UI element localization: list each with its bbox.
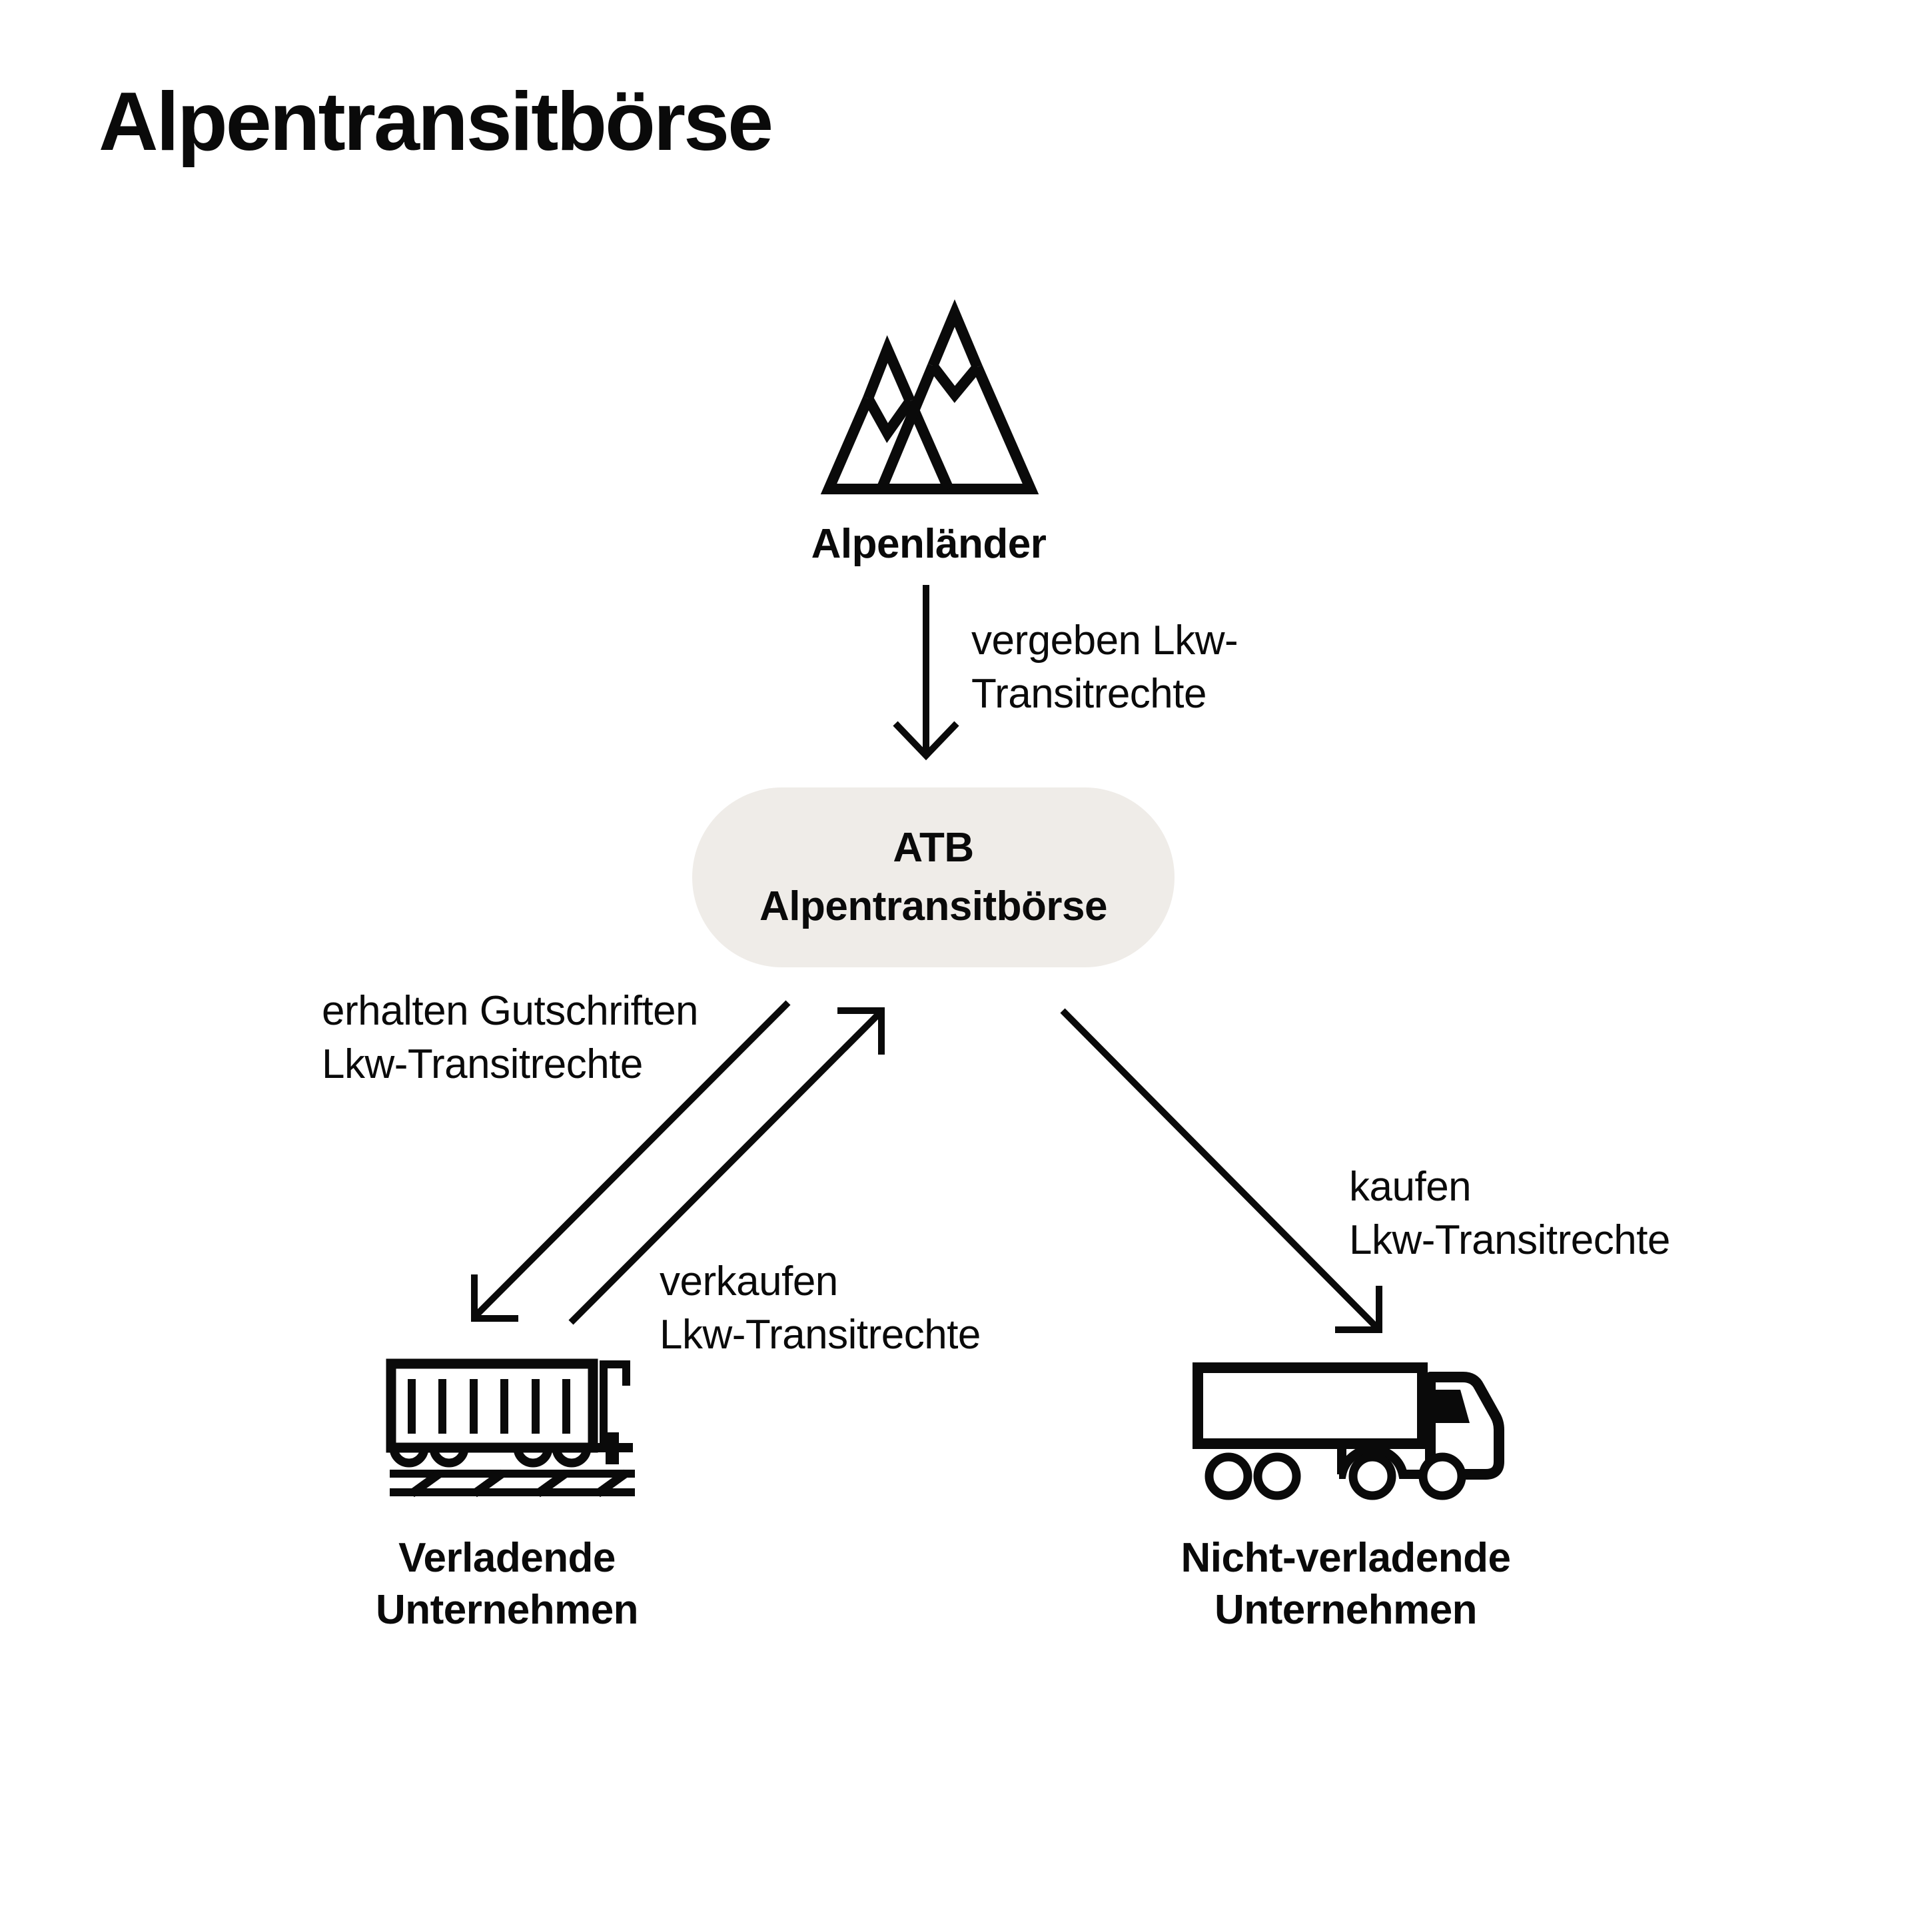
- edge-label-verkaufen: verkaufen Lkw-Transitrechte: [660, 1255, 981, 1362]
- atb-abbreviation: ATB: [893, 825, 974, 871]
- edge-label-verkaufen-line1: verkaufen: [660, 1258, 838, 1304]
- freight-train-icon: [386, 1358, 635, 1498]
- edge-label-vergeben: vergeben Lkw- Transitrechte: [971, 614, 1238, 721]
- truck-icon: [1193, 1362, 1504, 1500]
- edge-label-erhalten-line2: Lkw-Transitrechte: [322, 1041, 643, 1087]
- node-label-alpenlaender: Alpenländer: [811, 518, 1047, 570]
- nicht-verladende-line2: Unternehmen: [1214, 1587, 1478, 1633]
- node-atb: ATB Alpentransitbörse: [692, 787, 1175, 967]
- edge-label-kaufen-line2: Lkw-Transitrechte: [1349, 1217, 1670, 1263]
- edge-label-kaufen-line1: kaufen: [1349, 1164, 1472, 1210]
- page-title: Alpentransitbörse: [99, 76, 773, 168]
- node-label-nicht-verladende: Nicht-verladende Unternehmen: [1181, 1532, 1511, 1636]
- arrow-erhalten-icon: [471, 1000, 791, 1322]
- arrow-vergeben-icon: [893, 585, 959, 761]
- edge-label-erhalten: erhalten Gutschriften Lkw-Transitrechte: [322, 985, 699, 1091]
- edge-label-kaufen: kaufen Lkw-Transitrechte: [1349, 1161, 1670, 1267]
- atb-name: Alpentransitbörse: [759, 883, 1108, 929]
- arrow-verkaufen-icon: [568, 1007, 885, 1325]
- nicht-verladende-line1: Nicht-verladende: [1181, 1535, 1511, 1581]
- arrow-kaufen-icon: [1060, 1008, 1382, 1333]
- verladende-line1: Verladende: [398, 1535, 616, 1581]
- edge-label-verkaufen-line2: Lkw-Transitrechte: [660, 1312, 981, 1358]
- verladende-line2: Unternehmen: [375, 1587, 639, 1633]
- alpenlaender-label: Alpenländer: [811, 521, 1047, 567]
- mountains-icon: [820, 299, 1039, 494]
- edge-label-vergeben-line1: vergeben Lkw-: [971, 618, 1238, 664]
- node-label-verladende: Verladende Unternehmen: [375, 1532, 639, 1636]
- edge-label-vergeben-line2: Transitrechte: [971, 671, 1207, 717]
- edge-label-erhalten-line1: erhalten Gutschriften: [322, 988, 699, 1034]
